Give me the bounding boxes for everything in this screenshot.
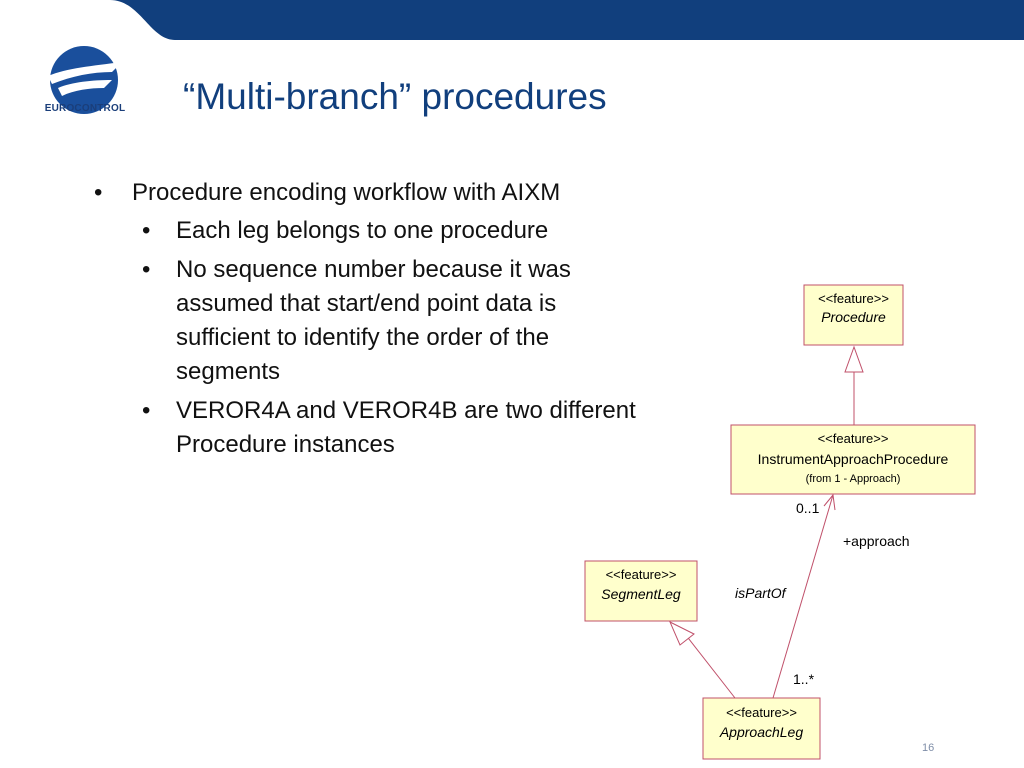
association-line	[772, 494, 834, 699]
association-name: isPartOf	[735, 585, 788, 601]
bullet-main: Procedure encoding workflow with AIXM	[90, 178, 690, 208]
generalization-arrow-segment	[668, 620, 695, 646]
instrument-origin: (from 1 - Approach)	[806, 473, 901, 485]
bullet-sub-1: Each leg belongs to one procedure	[90, 214, 656, 248]
role-approach: +approach	[843, 533, 910, 549]
segment-stereotype: <<feature>>	[606, 567, 677, 582]
procedure-name: Procedure	[821, 309, 886, 325]
approach-leg-stereotype: <<feature>>	[726, 705, 797, 720]
class-approach-leg[interactable]: <<feature>> ApproachLeg	[702, 697, 821, 760]
instrument-stereotype: <<feature>>	[818, 431, 889, 446]
class-segment-leg[interactable]: <<feature>> SegmentLeg	[584, 560, 698, 622]
class-procedure[interactable]: <<feature>> Procedure	[803, 284, 904, 346]
bullet-sub-3: VEROR4A and VEROR4B are two different Pr…	[90, 394, 656, 462]
eurocontrol-logo-icon	[48, 46, 122, 114]
generalization-line-segment	[684, 633, 736, 699]
page-number: 16	[922, 742, 935, 754]
bullet-list: Procedure encoding workflow with AIXM Ea…	[90, 178, 690, 467]
multiplicity-top: 0..1	[796, 500, 820, 516]
instrument-name: InstrumentApproachProcedure	[758, 451, 949, 467]
multiplicity-bottom: 1..*	[793, 671, 815, 687]
association-arrowhead	[823, 493, 836, 511]
generalization-arrow-procedure	[844, 345, 864, 373]
logo-text: EUROCONTROL	[44, 103, 126, 114]
slide-title: “Multi-branch” procedures	[183, 76, 607, 117]
procedure-stereotype: <<feature>>	[818, 291, 889, 306]
bullet-sub-2: No sequence number because it was assume…	[90, 253, 656, 389]
approach-leg-name: ApproachLeg	[719, 724, 804, 740]
segment-name: SegmentLeg	[601, 586, 681, 602]
header-band	[0, 0, 1024, 40]
class-instrument-approach-procedure[interactable]: <<feature>> InstrumentApproachProcedure …	[730, 424, 976, 495]
